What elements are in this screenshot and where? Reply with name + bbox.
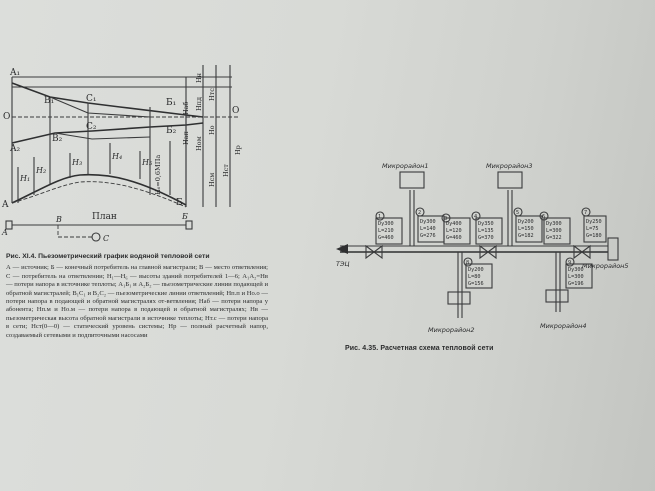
point-o-left: O [3,112,10,122]
height-h1: H₁ [19,174,30,183]
label-hab: Hаб [182,101,190,115]
svg-text:G=276: G=276 [420,233,436,239]
svg-text:L=150: L=150 [518,226,534,232]
svg-text:G=370: G=370 [478,235,494,241]
figure1-caption-head: Рис. XI.4. Пьезометрический график водян… [6,253,210,260]
svg-text:4: 4 [474,214,477,220]
label-han: Hап [182,131,190,145]
district-right-label: Микрорайон5 [582,262,629,270]
point-c2: C₂ [86,122,97,132]
label-hn: Hн [195,73,203,83]
point-c1: C₁ [86,94,97,104]
point-b-end: Б [176,198,183,208]
svg-text:Dу300: Dу300 [378,221,394,227]
section-7: 7 Dу250 L=75 G=180 [581,207,607,243]
svg-text:2: 2 [418,210,421,216]
point-o-right: O [232,106,239,116]
svg-text:G=322: G=322 [546,235,562,241]
svg-text:7: 7 [584,210,587,216]
point-b2: B₂ [52,134,63,144]
source-label: ТЭЦ [336,260,350,268]
district-2-label: Микрорайон2 [428,326,475,334]
svg-text:L=210: L=210 [378,228,394,234]
height-h5: H₅ [141,158,153,167]
svg-text:G=180: G=180 [586,233,602,239]
plan-point-a: A [1,228,8,237]
plan-point-c: C [103,234,109,243]
label-hcm: Hсм [208,173,216,187]
plan-label: План [92,212,117,222]
svg-text:5: 5 [516,210,519,216]
svg-text:Dу350: Dу350 [478,221,494,227]
plan-point-b: B [55,215,62,224]
svg-text:G=460: G=460 [378,235,394,241]
label-hct: Hст [222,164,230,177]
label-ho: Hо [208,125,216,135]
svg-text:Dу200: Dу200 [468,267,484,273]
district-4-label: Микрорайон4 [540,322,587,330]
section-5: 5 Dу200 L=150 G=182 [513,207,543,243]
svg-text:8: 8 [466,260,469,266]
svg-text:3: 3 [444,216,447,222]
point-a1: A₁ [9,68,20,78]
label-hts: Hтс [208,88,216,101]
svg-text:L=135: L=135 [478,228,494,234]
svg-text:G=460: G=460 [446,235,462,241]
point-a: A [1,200,9,210]
section-2: 2 Dу300 L=140 G=276 [415,207,445,243]
point-a2: A₂ [9,144,20,154]
svg-text:1: 1 [378,214,381,220]
svg-text:6: 6 [542,214,545,220]
svg-text:Dу300: Dу300 [420,219,436,225]
source-arrow-icon [336,244,348,254]
section-1: 1 Dу300 L=210 G=460 [375,211,403,245]
height-h2: H₂ [35,166,46,175]
svg-text:G=182: G=182 [518,233,534,239]
section-6: 6 Dу300 L=300 G=322 [539,211,571,245]
svg-text:Dу250: Dу250 [586,219,602,225]
figure1-caption-body: А — источник; Б — конечный потребитель н… [6,264,268,339]
point-b1: B₁ [44,96,54,106]
height-h3: H₃ [71,158,82,167]
piezometric-graph: A₁ B₁ C₁ Б₁ O O C₂ Б₂ B₂ A₂ A Б H₁ H₂ H₃… [1,65,242,243]
section-3: 3 Dу400 L=120 G=460 [441,213,471,245]
svg-text:L=300: L=300 [546,228,562,234]
svg-text:G=196: G=196 [568,281,584,287]
network-scheme: ТЭЦ Микрорайон1 Микрорайон3 Микрорайон2 … [336,162,629,334]
section-9: 9 Dу300 L=300 G=196 [565,257,593,289]
svg-text:Dу400: Dу400 [446,221,462,227]
svg-text:G=156: G=156 [468,281,484,287]
district-1-label: Микрорайон1 [382,162,429,170]
section-8: 8 Dу200 L=80 G=156 [463,257,493,289]
svg-text:Dу300: Dу300 [568,267,584,273]
point-b1-end: Б₁ [166,98,176,108]
svg-text:L=300: L=300 [568,274,584,280]
plan-point-b-end: Б [181,212,188,221]
district-top-label: Микрорайон3 [486,162,533,170]
label-hpd: Hпд [195,97,203,111]
svg-text:9: 9 [568,260,571,266]
label-hp: Hр [234,145,242,155]
svg-text:L=75: L=75 [586,226,599,232]
svg-text:L=140: L=140 [420,226,436,232]
svg-text:Dу200: Dу200 [518,219,534,225]
figure2-caption: Рис. 4.35. Расчетная схема тепловой сети [345,345,494,352]
svg-text:Dу300: Dу300 [546,221,562,227]
height-h4: H₄ [111,152,122,161]
point-b2-end: Б₂ [166,126,177,136]
section-4: 4 Dу350 L=135 G=370 [471,211,503,245]
svg-text:L=80: L=80 [468,274,481,280]
svg-text:L=120: L=120 [446,228,462,234]
label-hom: Hом [195,136,203,151]
figure1-caption: Рис. XI.4. Пьезометрический график водян… [6,253,268,340]
label-h6: H₆=0,6МПа [154,155,162,195]
